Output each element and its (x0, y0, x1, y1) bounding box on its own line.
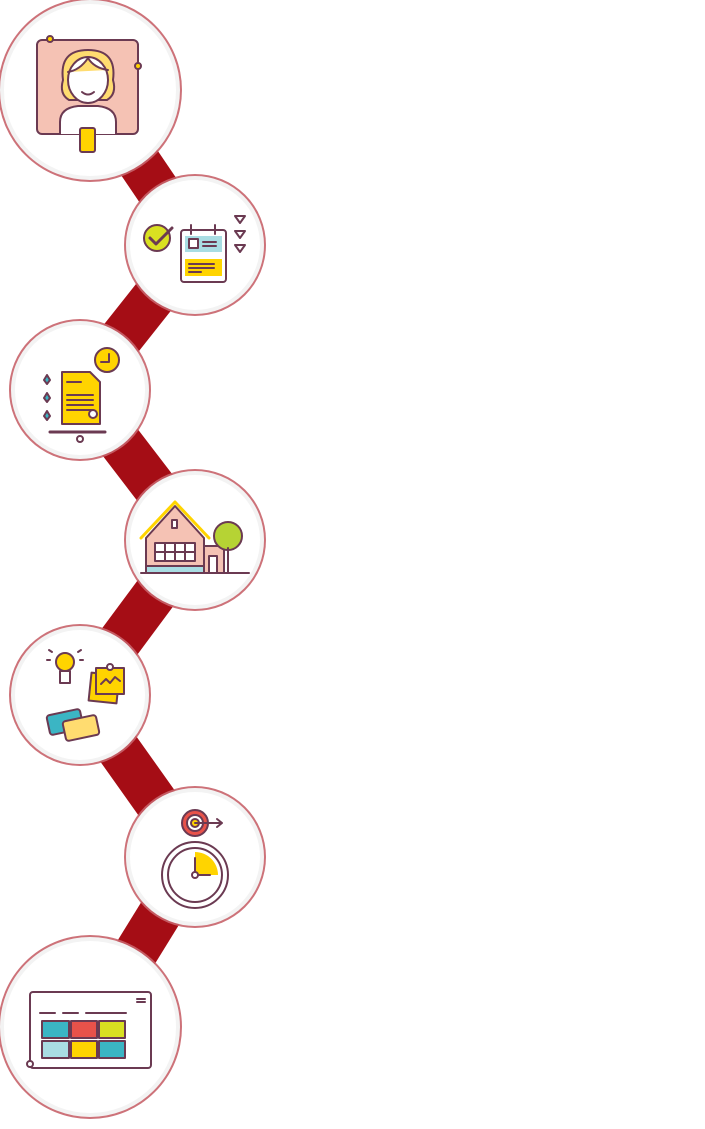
house-icon (139, 500, 250, 574)
dashboard-icon (26, 991, 152, 1069)
idea-cards-notes-icon (45, 649, 125, 742)
approved-document-icon (43, 347, 120, 443)
stopwatch-target-icon (161, 809, 229, 909)
woman-with-phone-icon (36, 35, 142, 153)
calendar-checkmark-icon (143, 215, 246, 283)
step-circle-5 (11, 626, 149, 764)
